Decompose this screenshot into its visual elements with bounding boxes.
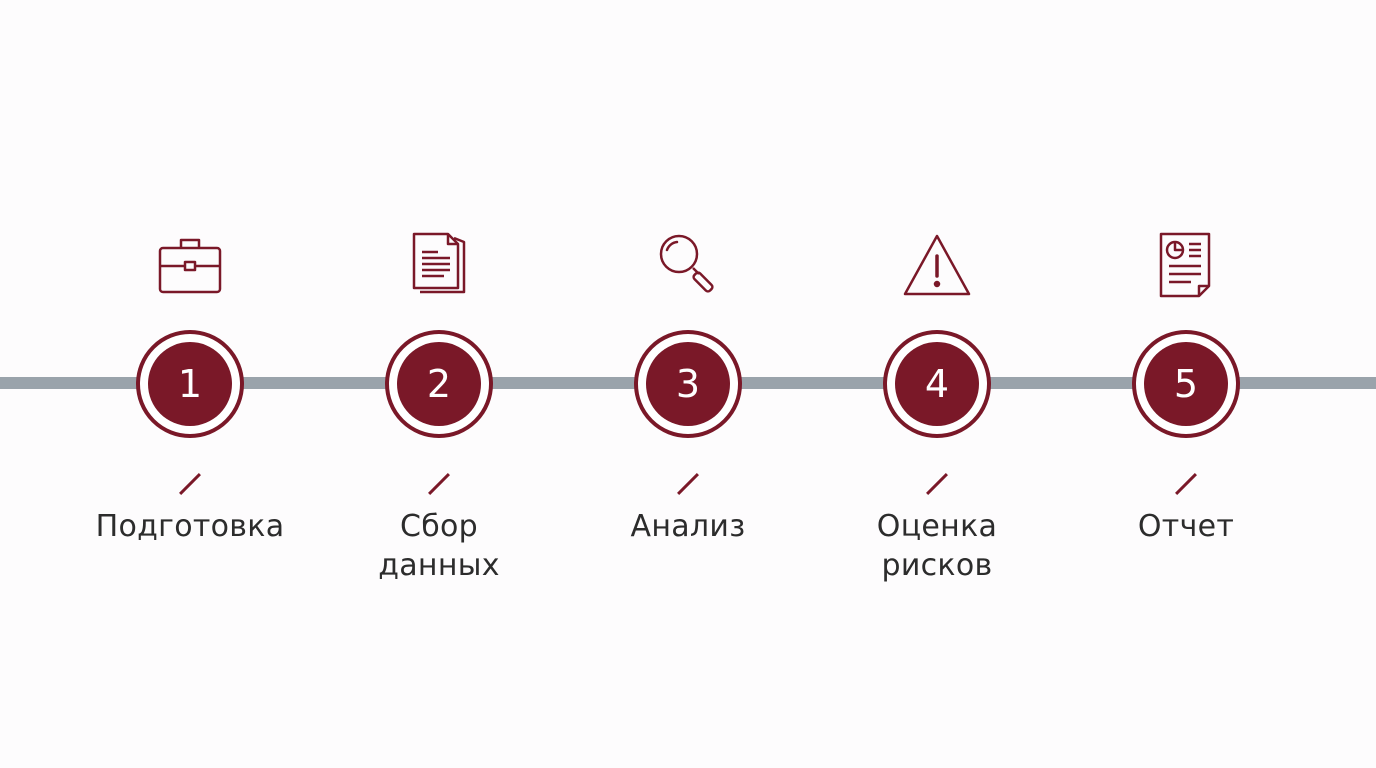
- report-icon: [1151, 230, 1221, 300]
- step-marker: 5: [1132, 330, 1240, 438]
- step-tick: [677, 473, 699, 495]
- step-label: Подготовка: [95, 509, 285, 544]
- step-marker: 4: [883, 330, 991, 438]
- step-number: 5: [1144, 342, 1228, 426]
- step-label: Отчет: [1137, 509, 1235, 544]
- step-marker: 1: [136, 330, 244, 438]
- step-number: 2: [397, 342, 481, 426]
- step-label: Анализ: [630, 509, 746, 544]
- step-5: 5 Отчет: [1056, 0, 1316, 768]
- step-tick: [1175, 473, 1197, 495]
- step-tick: [428, 473, 450, 495]
- step-tick: [926, 473, 948, 495]
- step-2: 2 Сбор данных: [309, 0, 569, 768]
- step-tick: [179, 473, 201, 495]
- step-number: 3: [646, 342, 730, 426]
- documents-icon: [404, 230, 474, 300]
- step-number: 4: [895, 342, 979, 426]
- warning-icon: [902, 230, 972, 300]
- step-label: Сбор данных: [378, 509, 500, 583]
- magnifier-icon: [653, 230, 723, 300]
- step-label: Оценка рисков: [876, 509, 998, 583]
- step-3: 3 Анализ: [558, 0, 818, 768]
- step-marker: 3: [634, 330, 742, 438]
- step-marker: 2: [385, 330, 493, 438]
- step-4: 4 Оценка рисков: [807, 0, 1067, 768]
- step-number: 1: [148, 342, 232, 426]
- step-1: 1 Подготовка: [60, 0, 320, 768]
- briefcase-icon: [155, 230, 225, 300]
